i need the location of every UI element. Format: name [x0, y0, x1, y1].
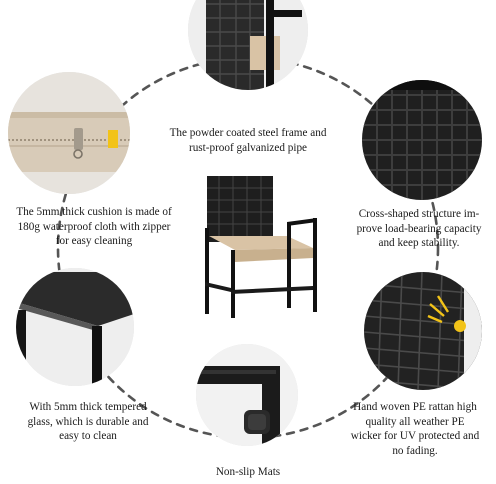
caption-line: no fading. [392, 444, 438, 457]
tempered-glass-photo [16, 268, 134, 386]
rattan-caption: Hand woven PE rattan high quality all we… [335, 400, 495, 458]
hand-woven-rattan-photo [364, 272, 482, 390]
caption-line: quality all weather PE [365, 415, 465, 428]
caption-line: Hand woven PE rattan high [353, 401, 477, 413]
caption-line: Cross-shaped structure im- [358, 208, 480, 220]
non-slip-mat-photo [196, 344, 298, 446]
caption-line: wicker for UV protected and [350, 430, 480, 443]
structure-caption: Cross-shaped structure im- prove load-be… [343, 207, 495, 251]
caption-line: rust-proof galvanized pipe [188, 141, 308, 154]
frame-caption: The powder coated steel frame and rust-p… [148, 126, 348, 155]
caption-line: With 5mm thick tempered [29, 401, 147, 413]
caption-line: prove load-bearing capacity [356, 222, 482, 235]
mats-caption: Non-slip Mats [178, 465, 318, 480]
caption-line: The powder coated steel frame and [169, 127, 327, 139]
caption-line: 180g waterproof cloth with zipper [17, 220, 171, 233]
caption-line: Non-slip Mats [215, 466, 281, 478]
steel-frame-photo [188, 0, 308, 90]
cushion-caption: The 5mm thick cushion is made of 180g wa… [2, 205, 186, 249]
caption-line: and keep stability. [378, 237, 460, 250]
cushion-zipper-photo [8, 72, 130, 194]
cross-weave-structure-photo [362, 80, 482, 200]
glass-caption: With 5mm thick tempered glass, which is … [3, 400, 173, 444]
caption-line: easy to clean [59, 430, 117, 443]
caption-line: for easy cleaning [55, 235, 133, 248]
rattan-chair-photo [195, 170, 325, 325]
caption-line: glass, which is durable and [27, 415, 149, 428]
caption-line: The 5mm thick cushion is made of [16, 206, 172, 218]
